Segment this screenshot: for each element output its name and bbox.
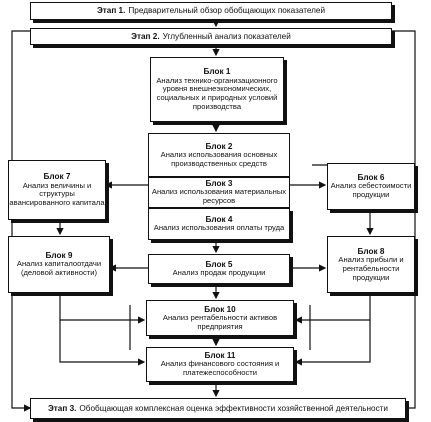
stage-1-number: Этап 1.	[96, 6, 126, 16]
stage-3-text: Обобщающая комплексная оценка эффективно…	[79, 403, 389, 413]
block-6: Блок 6 Анализ себестоимости продукции	[327, 163, 415, 210]
block-5: Блок 5 Анализ продаж продукции	[148, 254, 290, 284]
block-3-text: Анализ использования материальных ресурс…	[151, 187, 287, 206]
stage-3-box: Этап 3. Обобщающая комплексная оценка эф…	[30, 398, 406, 419]
block-7: Блок 7 Анализ величины и структуры аванс…	[8, 160, 106, 220]
block-5-title: Блок 5	[205, 259, 233, 269]
block-8-text: Анализ прибыли и рентабельности продукци…	[338, 255, 404, 282]
block-10: Блок 10 Анализ рентабельности активов пр…	[146, 300, 294, 336]
block-9-title: Блок 9	[45, 251, 73, 261]
block-10-title: Блок 10	[204, 304, 236, 314]
block-8-title: Блок 8	[357, 246, 385, 256]
block-2-text: Анализ использования основных производст…	[160, 149, 278, 168]
block-8: Блок 8 Анализ прибыли и рентабельности п…	[327, 236, 415, 293]
block-1-title: Блок 1	[203, 67, 231, 77]
stage-2-box: Этап 2. Углубленный анализ показателей	[30, 28, 392, 45]
block-2-title: Блок 2	[205, 141, 233, 151]
block-4: Блок 4 Анализ использования оплаты труда	[148, 208, 290, 240]
block-1-text: Анализ технико-организационного уровня в…	[156, 75, 278, 111]
block-4-text: Анализ использования оплаты труда	[153, 223, 285, 233]
block-3-title: Блок 3	[205, 179, 233, 189]
block-4-title: Блок 4	[205, 214, 233, 224]
stage-1-box: Этап 1. Предварительный обзор обобщающих…	[30, 2, 392, 20]
block-2: Блок 2 Анализ использования основных про…	[148, 133, 290, 177]
block-3: Блок 3 Анализ использования материальных…	[148, 177, 290, 208]
block-9: Блок 9 Анализ капиталоотдачи (деловой ак…	[8, 236, 110, 293]
stage-2-text: Углубленный анализ показателей	[162, 31, 291, 41]
stage-2-number: Этап 2.	[131, 31, 160, 41]
block-10-text: Анализ рентабельности активов предприяти…	[162, 312, 278, 331]
block-1: Блок 1 Анализ технико-организационного у…	[150, 57, 284, 122]
block-7-text: Анализ величины и структуры авансированн…	[9, 180, 105, 208]
block-6-text: Анализ себестоимости продукции	[330, 181, 412, 200]
block-7-title: Блок 7	[43, 172, 71, 182]
block-6-title: Блок 6	[357, 173, 385, 183]
block-11-title: Блок 11	[204, 351, 236, 361]
block-9-text: Анализ капиталоотдачи (деловой активност…	[16, 259, 102, 278]
stage-1-text: Предварительный обзор обобщающих показат…	[128, 6, 326, 16]
stage-3-number: Этап 3.	[47, 403, 77, 413]
block-11: Блок 11 Анализ финансового состояния и п…	[146, 347, 294, 382]
block-11-text: Анализ финансового состояния и платежесп…	[160, 359, 280, 378]
block-5-text: Анализ продаж продукции	[172, 268, 266, 278]
